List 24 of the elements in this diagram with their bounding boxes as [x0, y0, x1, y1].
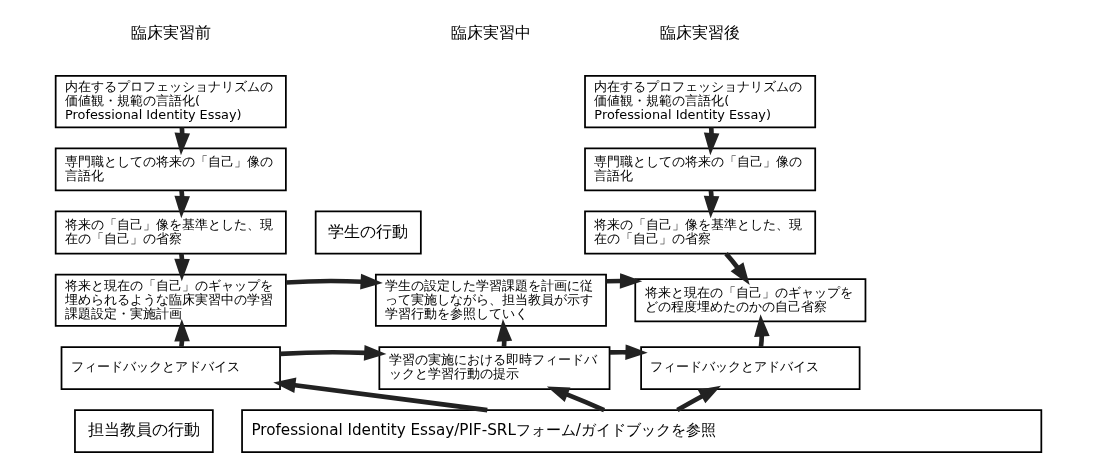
node-box: 将来の「自己」像を基準とした、現在の「自己」の省察	[583, 210, 816, 255]
node-box: 将来の「自己」像を基準とした、現在の「自己」の省察	[54, 210, 287, 255]
node-box: 将来と現在の「自己」のギャップを埋められるような臨床実習中の学習課題設定・実施計画	[54, 273, 287, 327]
label: 臨床実習前	[130, 23, 211, 43]
arrow	[723, 252, 750, 286]
node-box: 学習の実施における即時フィードバックと学習行動の提示	[378, 346, 610, 390]
node-box: 担当教員の行動	[73, 409, 214, 454]
node-box: 学生の設定した学習課題を計画に従って実施しながら、担当教員が示す学習行動を参照していく	[374, 273, 607, 327]
node-box: 内在するプロフェッショナリズムの価値観・規範の言語化(Professional Identity Essay)	[54, 75, 287, 129]
arrow	[675, 385, 721, 413]
node-box: 専門職としての将来の「自己」像の言語化	[583, 147, 816, 192]
arrow	[279, 345, 386, 361]
node-box: 学生の行動	[314, 210, 422, 255]
node-box: 将来と現在の「自己」のギャップをどの程度埋めたのかの自己省察	[633, 278, 866, 323]
node-box: フィードバックとアドバイス	[639, 346, 860, 390]
arrow	[285, 273, 383, 290]
arrow	[546, 386, 605, 413]
node-box: フィードバックとアドバイス	[60, 346, 281, 390]
label: 臨床実習中	[450, 23, 531, 43]
label: 臨床実習後	[659, 23, 740, 43]
node-box: 内在するプロフェッショナリズムの価値観・規範の言語化(Professional Identity Essay)	[583, 75, 816, 129]
arrow	[609, 344, 648, 361]
node-box: 専門職としての将来の「自己」像の言語化	[54, 147, 287, 192]
node-box: Professional Identity Essay/PIF-SRLフォーム/ガイドブックを参照	[240, 409, 1042, 454]
